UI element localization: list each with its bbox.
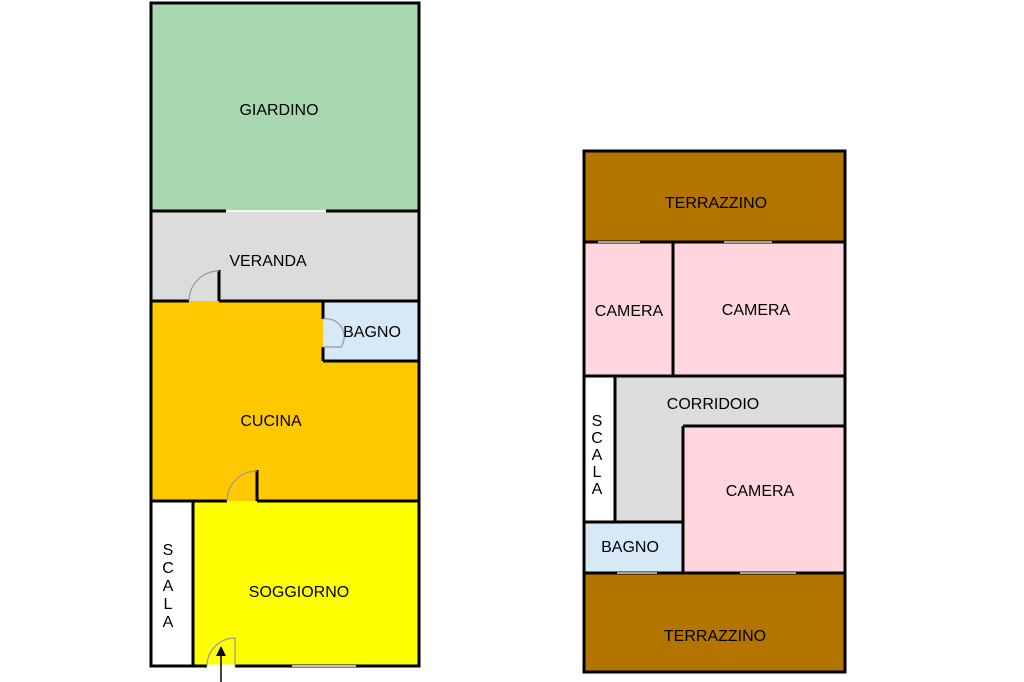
ground-floor-plan: GIARDINO VERANDA BAGNO CUCINA SOGGIORNO … (149, 1, 421, 682)
veranda-door-arc (188, 270, 220, 302)
label-cucina: CUCINA (240, 413, 302, 430)
room-bagno (323, 301, 419, 361)
label-bagno: BAGNO (343, 324, 401, 341)
room-cucina (151, 301, 419, 501)
label-soggiorno: SOGGIORNO (249, 584, 349, 601)
room-corridoio (615, 376, 845, 522)
room-terrazzino-bottom (584, 573, 845, 672)
room-terrazzino-top (584, 151, 845, 242)
label-terrazzino-bottom: TERRAZZINO (664, 628, 766, 645)
room-bagno-upper (584, 522, 683, 573)
label-camera-right: CAMERA (726, 483, 795, 500)
label-terrazzino-top: TERRAZZINO (665, 195, 767, 212)
label-corridoio: CORRIDOIO (667, 396, 759, 413)
ground-walls (149, 1, 421, 668)
room-camera-small (584, 242, 673, 376)
label-bagno-upper: BAGNO (601, 539, 659, 556)
label-camera-small: CAMERA (595, 303, 664, 320)
bagno-door-arc (322, 318, 345, 348)
entrance-arrow-icon (216, 646, 226, 682)
label-camera-large: CAMERA (722, 302, 791, 319)
ground-doors (188, 270, 345, 667)
label-veranda: VERANDA (229, 253, 307, 270)
room-scala (151, 501, 193, 666)
label-giardino: GIARDINO (239, 102, 318, 119)
upper-floor-plan: TERRAZZINO CAMERA CAMERA CORRIDOIO CAMER… (582, 149, 847, 674)
room-camera-right (683, 426, 845, 573)
room-giardino (151, 3, 419, 211)
cucina-door-arc (226, 470, 258, 502)
upper-walls (582, 149, 847, 674)
room-camera-large (673, 242, 845, 376)
room-veranda (151, 211, 419, 301)
room-scala-upper (584, 376, 615, 522)
entrance-door-arc (206, 637, 236, 667)
